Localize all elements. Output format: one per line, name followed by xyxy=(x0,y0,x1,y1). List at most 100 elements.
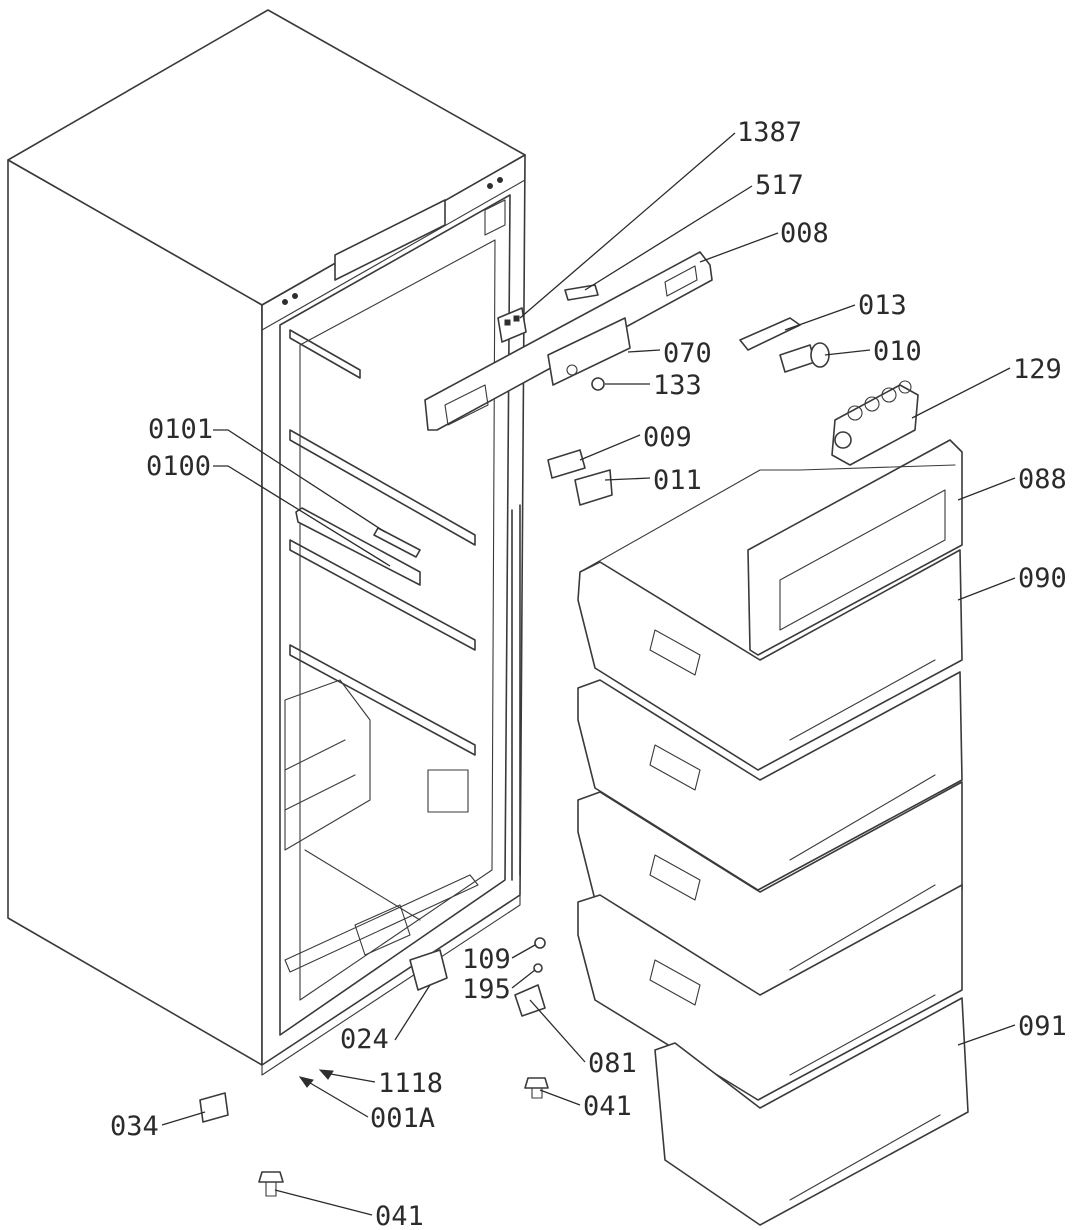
label-0100: 0100 xyxy=(146,451,211,482)
label-0101: 0101 xyxy=(148,414,213,445)
label-070: 070 xyxy=(663,338,712,369)
leader-001A xyxy=(304,1079,369,1118)
drawer-stack xyxy=(577,439,969,1226)
top-screw xyxy=(282,299,288,305)
drawer-handle-groove xyxy=(789,1114,941,1201)
leader-090 xyxy=(957,577,1016,601)
leader-008 xyxy=(699,232,779,263)
thermostat-dot xyxy=(513,315,520,322)
part-009-light-cover xyxy=(547,449,586,479)
part-517-clip xyxy=(564,284,599,301)
rating-plate xyxy=(427,769,469,813)
shelf-rail xyxy=(289,644,476,756)
compartment-shelf xyxy=(284,774,356,811)
drawer-handle-groove xyxy=(789,774,936,861)
leader-0100 xyxy=(213,465,391,567)
part-041-foot-upper xyxy=(524,1077,549,1089)
cabinet-base-edge xyxy=(261,894,521,1076)
leader-109 xyxy=(511,944,536,959)
label-034: 034 xyxy=(110,1111,159,1142)
label-010: 010 xyxy=(873,336,922,367)
compartment-shelf xyxy=(284,739,346,771)
control-panel-window xyxy=(664,265,698,297)
interior-back-wall xyxy=(299,239,496,1001)
bottom-crossbar xyxy=(284,874,479,973)
top-screw xyxy=(487,183,493,189)
leader-517 xyxy=(584,185,753,291)
label-091: 091 xyxy=(1018,1011,1067,1042)
leader-1387 xyxy=(519,132,736,319)
part-011-switch xyxy=(574,469,613,506)
leader-091 xyxy=(957,1024,1016,1046)
drawer-side-notch xyxy=(649,744,701,791)
label-129: 129 xyxy=(1013,354,1062,385)
leader-009 xyxy=(579,434,641,461)
label-109: 109 xyxy=(462,944,511,975)
leader-1118 xyxy=(324,1072,376,1083)
label-195: 195 xyxy=(462,974,511,1005)
drawer-handle-groove xyxy=(789,884,936,971)
ice-tray-knob xyxy=(834,431,852,449)
top-control-box xyxy=(334,199,446,281)
flap-inner-window xyxy=(779,489,946,631)
leader-lines xyxy=(161,132,1016,1216)
leader-010 xyxy=(824,349,871,356)
label-041-lower: 041 xyxy=(375,1201,424,1230)
label-011: 011 xyxy=(653,465,702,496)
ice-tray-cell xyxy=(864,396,880,412)
part-labels: 1387 517 008 013 070 010 133 129 0101 00… xyxy=(110,117,1067,1230)
ice-tray-cell xyxy=(847,405,863,421)
part-109-washer xyxy=(534,937,546,949)
drawer-side-notch xyxy=(649,854,701,901)
part-129-ice-tray xyxy=(831,384,919,466)
ice-tray-cell xyxy=(881,387,897,403)
label-517: 517 xyxy=(755,170,804,201)
label-041-upper: 041 xyxy=(583,1091,632,1122)
shelf-rail xyxy=(289,329,361,379)
part-034-bracket xyxy=(199,1092,229,1123)
part-195-washer xyxy=(533,963,543,973)
drawer-side-notch xyxy=(649,959,701,1006)
part-090-drawer xyxy=(577,549,963,771)
part-091-drawer xyxy=(654,997,969,1226)
top-screw xyxy=(497,177,503,183)
part-133-knob xyxy=(591,377,605,391)
part-013-hinge xyxy=(739,317,801,351)
leader-195 xyxy=(511,969,536,989)
part-041-foot-upper-stem xyxy=(531,1087,543,1099)
label-001A: 001A xyxy=(370,1103,435,1134)
label-009: 009 xyxy=(643,422,692,453)
label-081: 081 xyxy=(588,1048,637,1079)
part-041-foot-lower-stem xyxy=(265,1181,277,1197)
part-070-panel-cover xyxy=(547,317,631,386)
leader-034 xyxy=(161,1111,206,1126)
bottom-hinge-block xyxy=(354,904,411,956)
drawer-handle-groove xyxy=(789,659,936,741)
cabinet xyxy=(7,9,526,1076)
cabinet-side xyxy=(7,159,263,1066)
label-133: 133 xyxy=(653,370,702,401)
label-088: 088 xyxy=(1018,464,1067,495)
label-024: 024 xyxy=(340,1024,389,1055)
part-0101-shelf-clip xyxy=(373,527,421,558)
leader-041-upper xyxy=(539,1089,581,1106)
part-008-control-panel xyxy=(424,251,713,431)
leader-013 xyxy=(784,304,856,331)
leader-024 xyxy=(394,984,431,1041)
drawer-rear-rim xyxy=(579,464,956,573)
label-008: 008 xyxy=(780,218,829,249)
part-010-bracket xyxy=(779,344,816,373)
thermostat-dot xyxy=(504,319,511,326)
leader-0101 xyxy=(213,429,386,533)
label-1118: 1118 xyxy=(378,1068,443,1099)
lower-compartment xyxy=(284,679,371,851)
label-090: 090 xyxy=(1018,563,1067,594)
arrow-head-001A xyxy=(298,1076,314,1088)
drawer-handle-groove xyxy=(789,994,936,1076)
leader-129 xyxy=(911,367,1011,419)
panel-cover-hole xyxy=(566,364,578,376)
top-screw xyxy=(292,293,298,299)
leader-081 xyxy=(529,999,586,1063)
shelf-rail xyxy=(289,539,476,651)
